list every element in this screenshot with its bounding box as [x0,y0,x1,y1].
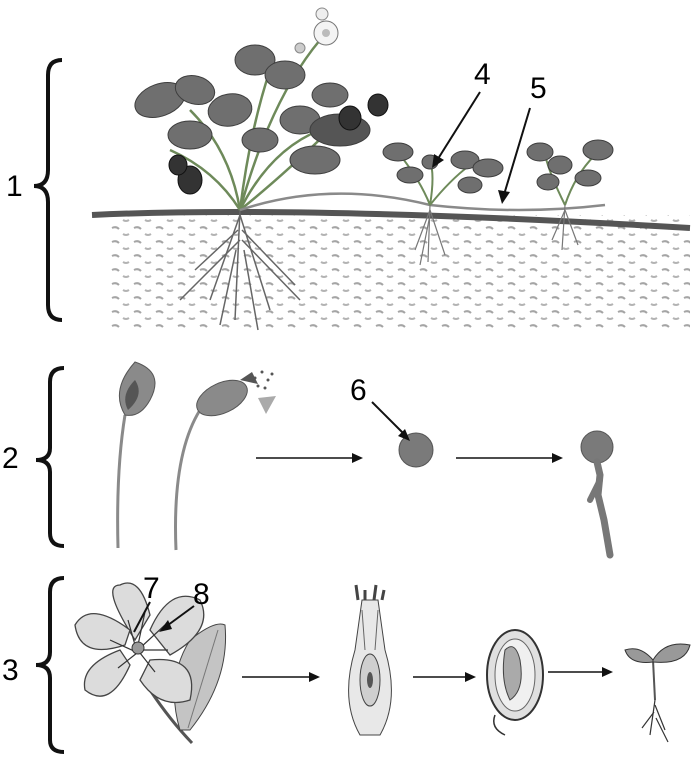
root-system-main [179,209,301,331]
callout-arrowhead-5 [498,190,510,204]
flower-with-leaf [74,582,227,745]
process-arrowhead-3b [465,672,476,682]
callout-label-8: 8 [193,578,210,611]
soil [91,208,691,330]
callout-arrowhead-6 [398,429,410,441]
callout-label-6: 6 [350,374,367,407]
process-arrowhead-3a [309,672,320,682]
strawberry-fruits [168,93,389,195]
callout-arrow-6 [371,401,407,437]
seedling [624,643,691,743]
callout-arrow-5 [502,107,531,199]
callout-label-7: 7 [143,572,160,605]
process-arrowhead-2b [552,453,563,463]
row-label-1: 1 [6,170,23,203]
daughter-plant-2 [526,139,614,251]
germinating-spore [580,430,614,559]
brace-3 [35,576,65,754]
row-label-3: 3 [2,654,19,687]
spore [398,432,434,468]
row-label-2: 2 [2,442,19,475]
callout-arrow-4 [435,91,481,163]
ovary-cross-section [348,584,392,736]
process-arrowhead-2a [352,453,363,463]
runner-stolon [239,192,606,212]
closed-sporangium [116,361,156,549]
seed-cross-section [486,629,544,736]
brace-2 [35,366,65,548]
callout-arrowhead-4 [432,154,444,168]
callout-line-7 [133,601,151,633]
callout-label-5: 5 [530,72,547,105]
process-arrowhead-3c [602,667,613,677]
callout-arrowhead-8 [159,620,172,632]
open-sporangium [174,370,276,551]
strawberry-mother-plant [134,7,389,211]
strawberry-flower [294,7,339,54]
daughter-plant-1 [382,142,504,266]
callout-label-4: 4 [474,58,491,91]
brace-1 [33,58,63,322]
